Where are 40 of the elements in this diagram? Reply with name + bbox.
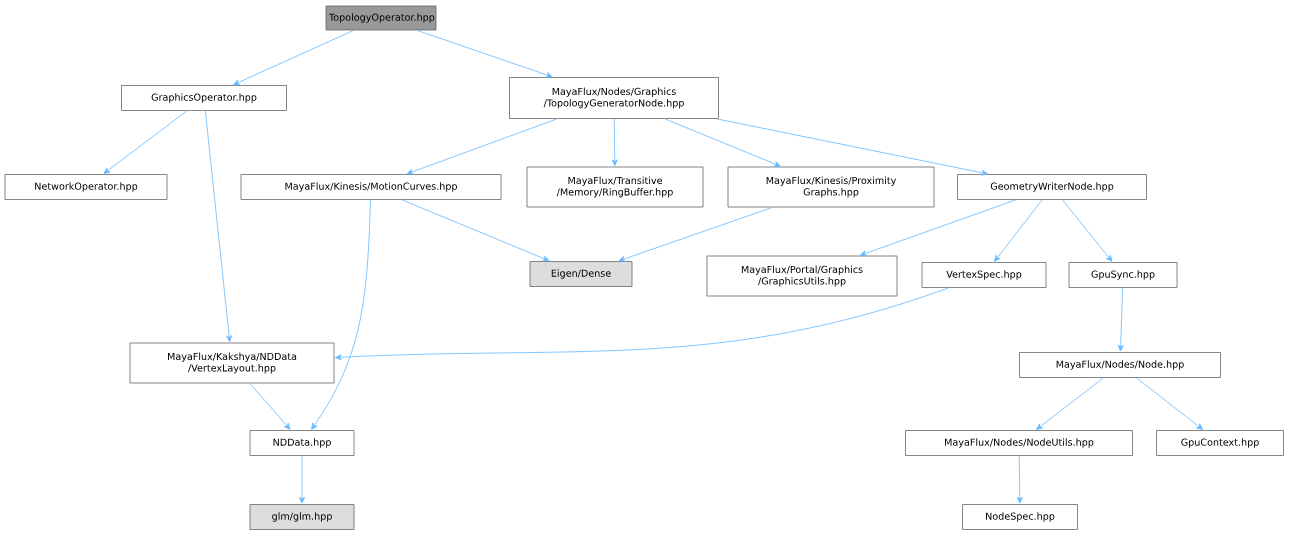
- arrow: [664, 118, 781, 167]
- file-box: GraphicsOperator.hpp: [121, 85, 287, 111]
- file-box: MayaFlux/Nodes/Node.hpp: [1019, 352, 1221, 378]
- arrow: [311, 199, 371, 430]
- file-box: MayaFlux/Kakshya/NDData /VertexLayout.hpp: [129, 342, 335, 384]
- external-header-box: Eigen/Dense: [529, 261, 633, 287]
- file-box: VertexSpec.hpp: [921, 262, 1047, 288]
- file-box: MayaFlux/Nodes/NodeUtils.hpp: [905, 430, 1133, 456]
- file-box: NetworkOperator.hpp: [4, 174, 168, 200]
- file-box: MayaFlux/Nodes/Graphics /TopologyGeneratorNode.hpp: [509, 77, 719, 119]
- arrow: [716, 118, 988, 176]
- arrow: [859, 199, 1017, 257]
- file-box: MayaFlux/Kinesis/MotionCurves.hpp: [240, 174, 502, 200]
- root-file-box: TopologyOperator.hpp: [325, 5, 437, 31]
- arrow: [204, 110, 233, 342]
- file-box: GeometryWriterNode.hpp: [957, 174, 1147, 200]
- file-box: NodeSpec.hpp: [962, 504, 1078, 530]
- file-box: MayaFlux/Kinesis/Proximity Graphs.hpp: [727, 166, 935, 208]
- arrow: [406, 118, 558, 175]
- arrow: [1036, 377, 1104, 430]
- arrow: [1062, 199, 1113, 262]
- file-box: MayaFlux/Transitive /Memory/RingBuffer.hpp: [526, 166, 704, 208]
- file-box: GpuSync.hpp: [1068, 262, 1178, 288]
- arrow: [1117, 287, 1124, 352]
- arrow: [249, 383, 291, 430]
- arrow: [335, 287, 949, 361]
- arrow: [994, 199, 1043, 262]
- arrow: [103, 110, 188, 174]
- file-box: GpuContext.hpp: [1156, 430, 1284, 456]
- arrow: [401, 199, 550, 262]
- file-box: MayaFlux/Portal/Graphics /GraphicsUtils.hpp: [706, 255, 898, 297]
- arrow: [416, 30, 553, 78]
- external-header-box: glm/glm.hpp: [249, 504, 355, 530]
- file-box: NDData.hpp: [249, 430, 355, 456]
- arrow: [299, 455, 305, 504]
- arrow: [233, 30, 354, 86]
- arrow: [1136, 377, 1204, 430]
- arrow: [611, 118, 618, 166]
- arrow: [1016, 455, 1023, 504]
- arrow: [618, 207, 773, 262]
